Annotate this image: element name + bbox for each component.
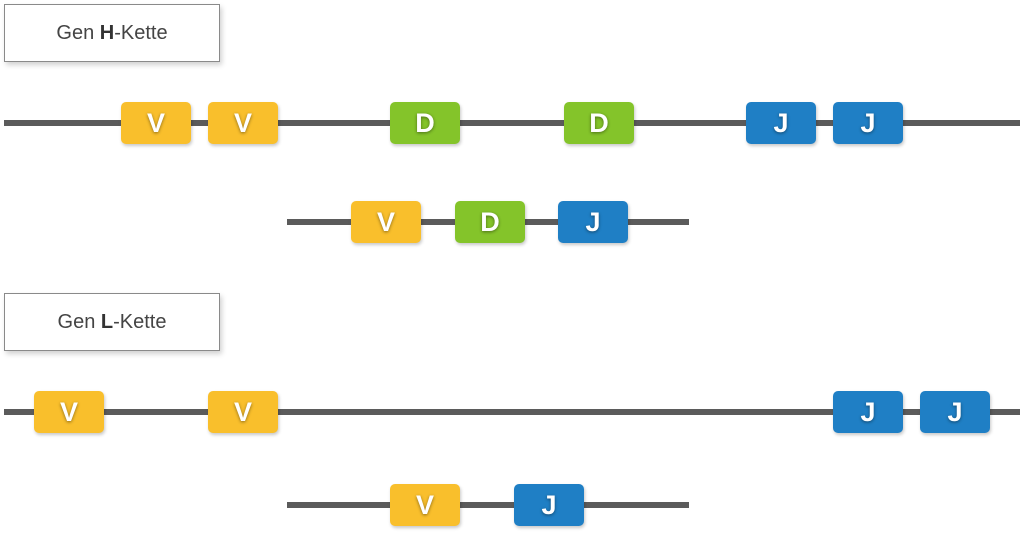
heavy-germline-d-segment-1: D — [390, 102, 460, 144]
heavy-germline-j-segment-2: J — [833, 102, 903, 144]
heavy-rearranged-d-segment: D — [455, 201, 525, 243]
light-rearranged-strand — [287, 502, 689, 508]
light-germline-v-segment-2: V — [208, 391, 278, 433]
light-rearranged-v-segment: V — [390, 484, 460, 526]
heavy-germline-strand — [4, 120, 1020, 126]
heavy-germline-d-segment-2: D — [564, 102, 634, 144]
heavy-chain-label-prefix: Gen — [56, 21, 95, 44]
heavy-chain-label-bold: H — [99, 21, 115, 44]
heavy-chain-label: Gen H-Kette — [4, 4, 220, 62]
heavy-germline-v-segment-2: V — [208, 102, 278, 144]
heavy-chain-label-suffix: -Kette — [114, 21, 168, 44]
heavy-germline-j-segment-1: J — [746, 102, 816, 144]
light-chain-label-suffix: -Kette — [113, 310, 167, 333]
light-germline-j-segment-2: J — [920, 391, 990, 433]
light-germline-v-segment-1: V — [34, 391, 104, 433]
heavy-rearranged-j-segment: J — [558, 201, 628, 243]
light-germline-j-segment-1: J — [833, 391, 903, 433]
light-rearranged-j-segment: J — [514, 484, 584, 526]
light-germline-strand — [4, 409, 1020, 415]
light-chain-label: Gen L-Kette — [4, 293, 220, 351]
heavy-germline-v-segment-1: V — [121, 102, 191, 144]
light-chain-label-prefix: Gen — [57, 310, 96, 333]
heavy-rearranged-v-segment: V — [351, 201, 421, 243]
light-chain-label-bold: L — [100, 310, 114, 333]
